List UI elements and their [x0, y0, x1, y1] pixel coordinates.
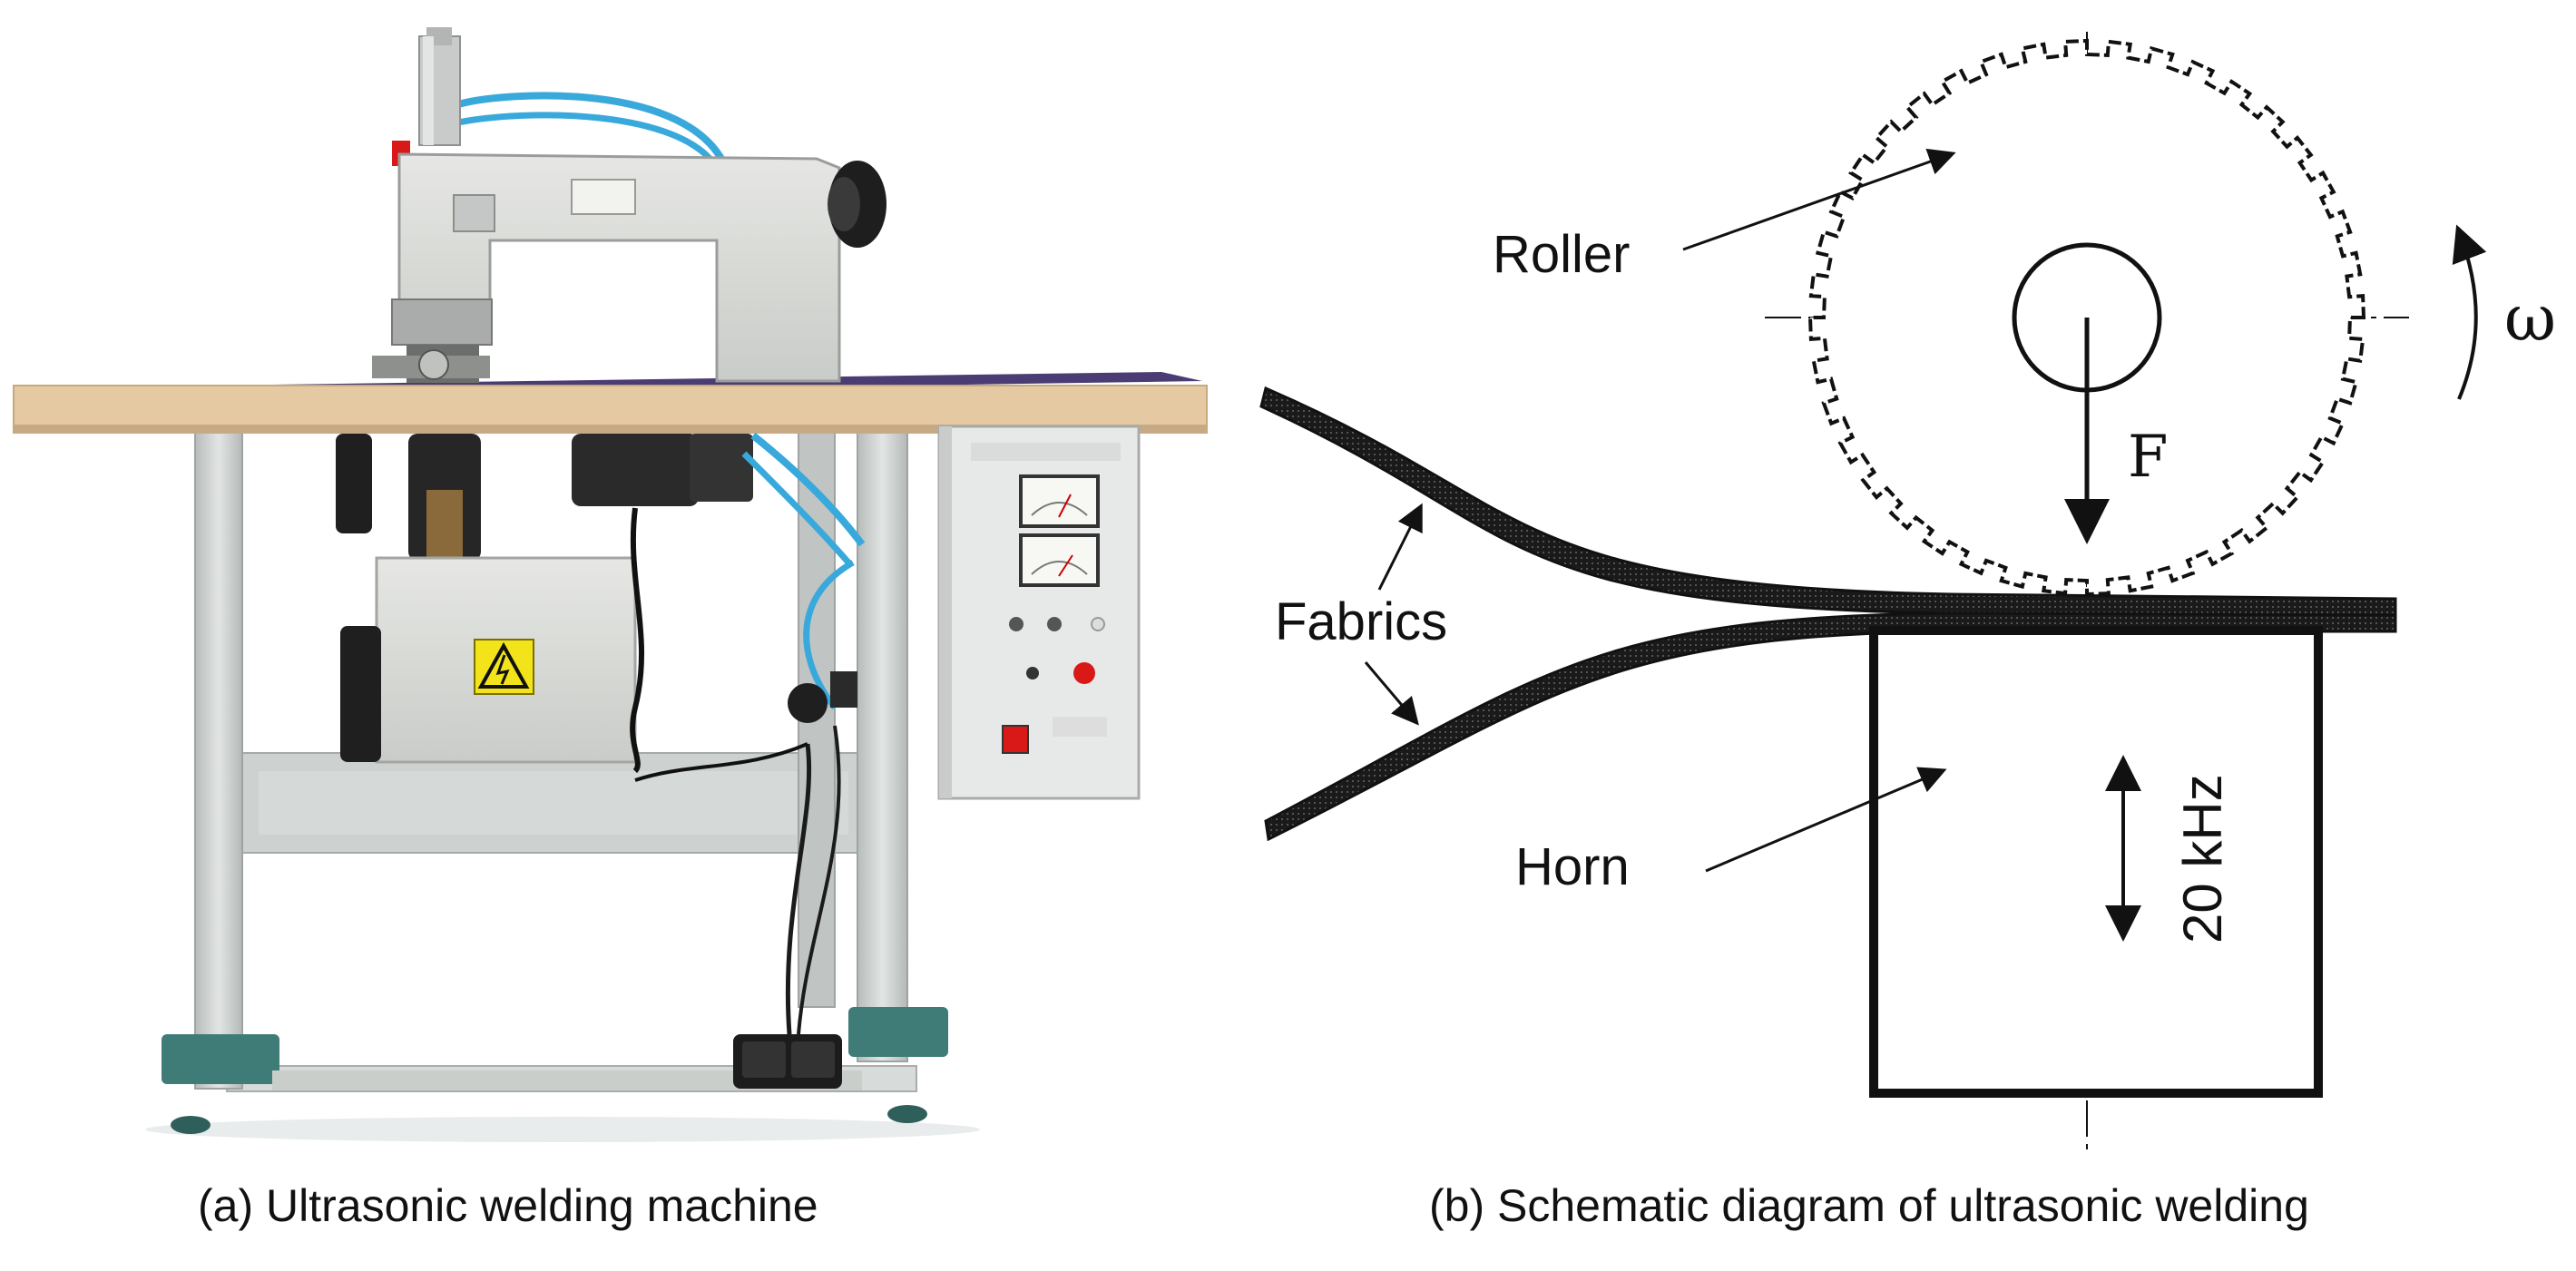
- frequency-label: 20 kHz: [2172, 774, 2233, 943]
- stop-button: [1073, 662, 1095, 684]
- omega-arrow: [2452, 224, 2487, 400]
- warning-electric-icon: [474, 639, 534, 695]
- fabrics-label: Fabrics: [1275, 592, 1447, 651]
- power-switch: [1002, 725, 1029, 754]
- horn-label: Horn: [1515, 837, 1630, 896]
- foot-pedal-icon: [733, 1034, 842, 1089]
- omega-label: ω: [2504, 281, 2556, 356]
- panel-a-machine: [13, 27, 1208, 1142]
- right-leg: [857, 425, 908, 1062]
- fabrics-leader-lower: [1364, 661, 1419, 726]
- caption-b: (b) Schematic diagram of ultrasonic weld…: [1429, 1180, 2309, 1231]
- left-foot: [162, 1034, 279, 1084]
- motor-right: [572, 434, 699, 506]
- meter-icon-2: [1019, 533, 1100, 587]
- welding-head: [372, 27, 886, 383]
- horn-leader: [1705, 767, 1947, 873]
- floor-shadow: [145, 1117, 980, 1142]
- panel-b-schematic: Roller Fabrics Horn F ω 20 kHz: [1259, 32, 2556, 1152]
- right-foot: [848, 1007, 948, 1057]
- roller-label: Roller: [1493, 225, 1631, 284]
- horn: [1869, 626, 2323, 1098]
- roller-leader: [1682, 148, 1956, 251]
- meter-icon: [1019, 474, 1100, 528]
- fabric-lower: [1264, 611, 2397, 842]
- motor-left: [336, 434, 372, 533]
- fabrics-leader-upper: [1377, 503, 1423, 591]
- left-leg: [194, 425, 243, 1090]
- force-label: F: [2128, 424, 2168, 491]
- caption-a: (a) Ultrasonic welding machine: [198, 1180, 818, 1231]
